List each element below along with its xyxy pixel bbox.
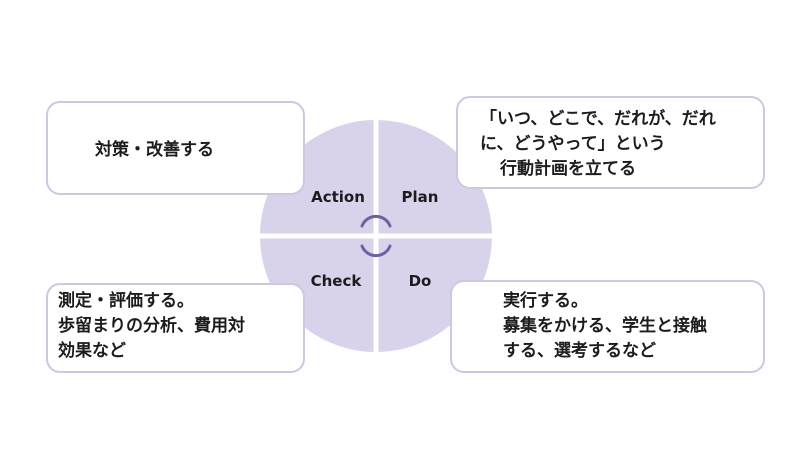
check-text-line: 効果など bbox=[58, 341, 126, 361]
plan-description-box: 「いつ、どこで、だれが、だれ に、どうやって」という 行動計画を立てる bbox=[456, 96, 765, 189]
do-label: Do bbox=[409, 272, 432, 290]
do-description-box: 実行する。 募集をかける、学生と接触 する、選考するなど bbox=[450, 280, 765, 373]
check-text-line: 測定・評価する。 bbox=[58, 291, 194, 311]
check-quadrant bbox=[260, 238, 374, 352]
check-text-line: 歩留まりの分析、費用対 bbox=[58, 316, 245, 336]
plan-text-line: に、どうやって」という bbox=[480, 134, 666, 154]
plan-label: Plan bbox=[402, 188, 439, 206]
cycle-arrow-top-icon bbox=[360, 214, 392, 228]
action-label: Action bbox=[311, 188, 365, 206]
action-quadrant bbox=[260, 120, 374, 234]
action-description-box: 対策・改善する bbox=[46, 101, 305, 195]
action-text-line: 対策・改善する bbox=[95, 140, 214, 160]
plan-quadrant bbox=[378, 120, 492, 234]
do-text-line: する、選考するなど bbox=[503, 341, 656, 361]
plan-text-line: 行動計画を立てる bbox=[500, 159, 636, 179]
do-quadrant bbox=[378, 238, 492, 352]
plan-text-line: 「いつ、どこで、だれが、だれ bbox=[480, 109, 716, 129]
do-text-line: 実行する。 bbox=[503, 291, 588, 311]
check-label: Check bbox=[311, 272, 363, 290]
do-text-line: 募集をかける、学生と接触 bbox=[503, 316, 707, 336]
cycle-arrow-bottom-icon bbox=[360, 244, 392, 258]
check-description-box: 測定・評価する。 歩留まりの分析、費用対 効果など bbox=[46, 283, 305, 373]
